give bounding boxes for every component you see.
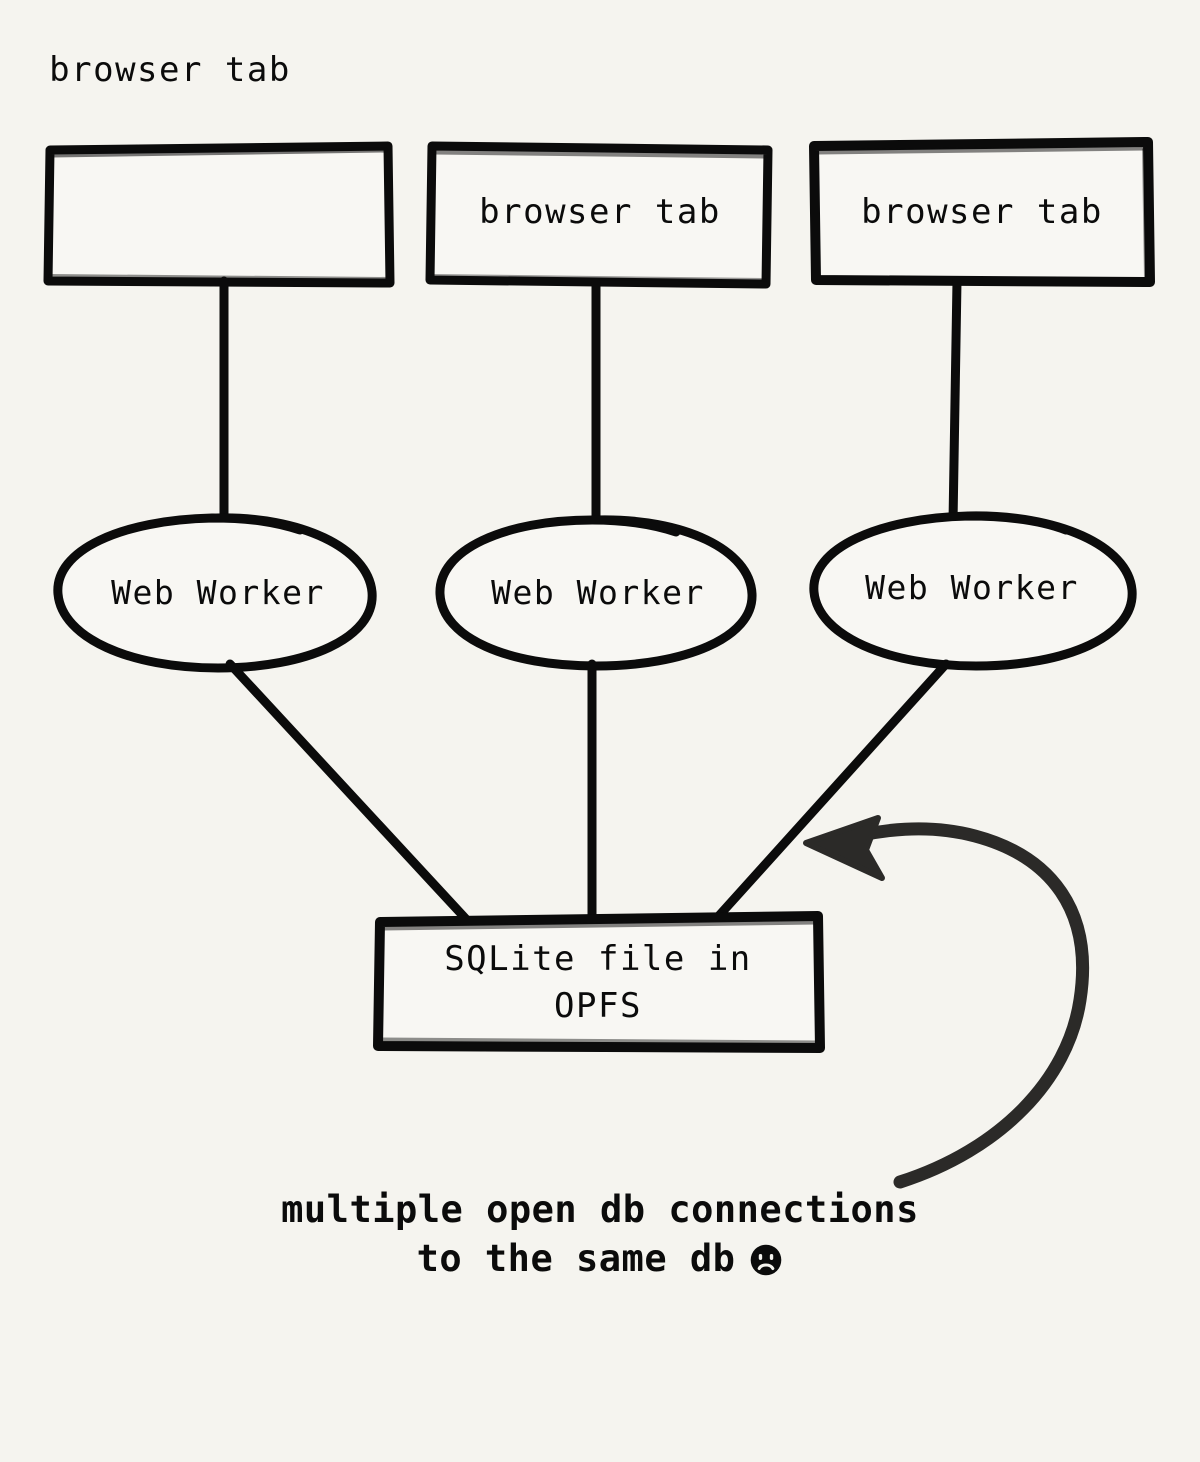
connector-tab3-worker3	[948, 276, 962, 527]
annotation-caption: multiple open db connections to the same…	[150, 1186, 1050, 1284]
web-worker-ellipse-2[interactable]	[435, 515, 757, 671]
browser-tab-box-1[interactable]	[43, 141, 395, 288]
connector-worker3-sqlite	[711, 659, 951, 924]
annotation-curved-arrow	[803, 815, 1090, 1189]
frowning-face-icon	[749, 1243, 783, 1277]
annotation-caption-line-2: to the same db	[416, 1236, 736, 1280]
sqlite-file-box[interactable]	[373, 911, 825, 1053]
annotation-caption-line-2-wrap: to the same db	[150, 1235, 1050, 1284]
web-worker-ellipse-3[interactable]	[809, 511, 1137, 671]
arrowhead	[803, 815, 885, 881]
web-worker-ellipse-1[interactable]	[53, 513, 377, 673]
browser-tab-box-2[interactable]	[425, 141, 773, 289]
browser-tab-box-3[interactable]	[809, 137, 1155, 287]
annotation-caption-line-1: multiple open db connections	[281, 1188, 919, 1231]
connector-worker1-sqlite	[225, 659, 471, 924]
